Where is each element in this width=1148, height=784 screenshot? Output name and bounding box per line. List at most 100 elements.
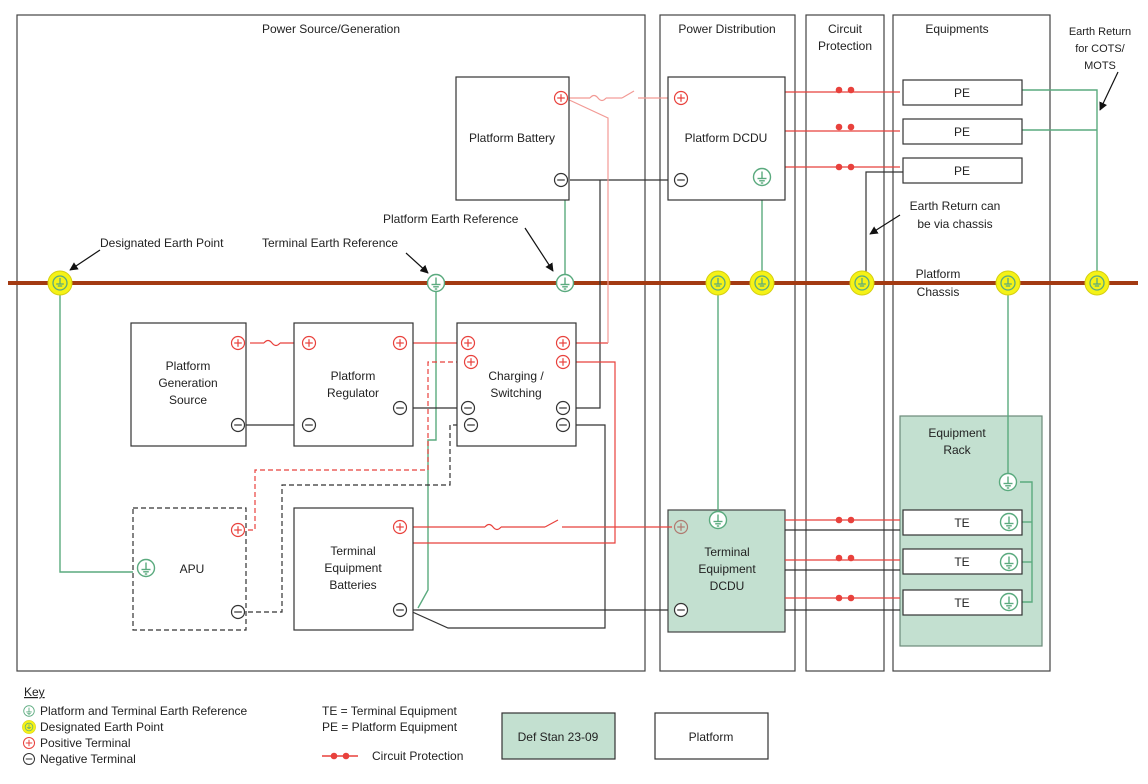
- key-platform-box: [654, 712, 769, 760]
- platform-dcdu-label: Platform DCDU: [685, 131, 768, 145]
- te-label-2: TE: [954, 555, 969, 569]
- platform-battery-box: [455, 76, 570, 201]
- pe-label-3: PE: [954, 164, 970, 178]
- te-earth-icon-3: [999, 592, 1019, 612]
- battery-negative-icon: [553, 172, 569, 188]
- chg-out-positive-icon: [555, 335, 571, 351]
- earth-return-chassis-label-2: be via chassis: [917, 217, 992, 231]
- key-circuit-protection-label: Circuit Protection: [372, 749, 463, 763]
- apu-positive-icon: [230, 522, 246, 538]
- power-source-title: Power Source/Generation: [262, 22, 400, 36]
- power-distribution-title: Power Distribution: [678, 22, 775, 36]
- chassis-earth-point-icon-1: [705, 270, 731, 296]
- key-def-stan-label: Def Stan 23-09: [518, 730, 599, 744]
- reg-in-negative-icon: [301, 417, 317, 433]
- rack-earth-icon: [998, 472, 1018, 492]
- gen-positive-icon: [230, 335, 246, 351]
- te-label-1: TE: [954, 516, 969, 530]
- gen-negative-icon: [230, 417, 246, 433]
- regulator-label-1: Platform: [331, 369, 376, 383]
- chg-in-positive-icon-2: [463, 354, 479, 370]
- key-title: Key: [24, 685, 45, 699]
- key-positive-icon: [22, 736, 36, 750]
- pe-box-2: [902, 118, 1023, 145]
- regulator-label-2: Regulator: [327, 386, 379, 400]
- te-dcdu-label-1: Terminal: [704, 545, 749, 559]
- equipment-rack-label-2: Rack: [943, 443, 971, 457]
- pe-box-1: [902, 79, 1023, 106]
- chassis-earth-point-icon-2: [749, 270, 775, 296]
- terminal-earth-arrow: [405, 252, 429, 274]
- te-batteries-label-1: Terminal: [330, 544, 375, 558]
- circuit-protection-icon-2: [835, 123, 855, 131]
- power-source-frame: [16, 14, 646, 672]
- generation-source-box: [130, 322, 247, 447]
- power-distribution-frame: [659, 14, 796, 672]
- equipments-frame: [892, 14, 1051, 672]
- apu-positive-wire: [240, 361, 466, 531]
- platform-earth-reference-icon: [555, 273, 575, 293]
- platform-earth-arrow: [524, 227, 554, 272]
- chg-out-negative-icon-2: [555, 417, 571, 433]
- te-earth-icon-2: [999, 552, 1019, 572]
- chg-in-negative-icon: [460, 400, 476, 416]
- key-earth-reference-icon: [23, 705, 35, 717]
- key-negative-icon: [22, 752, 36, 766]
- pe-box-3: [902, 157, 1023, 184]
- key-item-negative: Negative Terminal: [40, 752, 136, 766]
- key-item-earth-reference: Platform and Terminal Earth Reference: [40, 704, 248, 718]
- section-frames: [16, 14, 1051, 672]
- designated-earth-point-icon: [47, 270, 73, 296]
- te-earth-icon-1: [999, 512, 1019, 532]
- key-def-stan-box: [501, 712, 616, 760]
- circuit-protection-frame: [805, 14, 885, 672]
- platform-earth-reference-label: Platform Earth Reference: [383, 212, 519, 226]
- key-platform-label: Platform: [689, 730, 734, 744]
- apu-negative-wire: [240, 424, 466, 613]
- earth-return-cots-arrow: [1099, 71, 1119, 111]
- circuit-protection-title-2: Protection: [818, 39, 872, 53]
- platform-chassis-label-1: Platform: [916, 267, 961, 281]
- earth-return-cots-2: for COTS/: [1075, 43, 1125, 55]
- dcdu-earth-icon: [752, 167, 772, 187]
- key-designated-earth-icon: [22, 720, 36, 734]
- gen-source-label-3: Source: [169, 393, 207, 407]
- chassis-earth-point-icon-5: [1084, 270, 1110, 296]
- terminal-earth-reference-icon: [426, 273, 446, 293]
- earth-return-chassis-arrow: [869, 214, 901, 235]
- te-label-3: TE: [954, 596, 969, 610]
- dcdu-positive-icon: [673, 90, 689, 106]
- gen-source-label-2: Generation: [158, 376, 217, 390]
- key-abbr-te: TE = Terminal Equipment: [322, 704, 458, 718]
- charging-label-1: Charging /: [488, 369, 544, 383]
- earth-return-chassis-label-1: Earth Return can: [910, 199, 1001, 213]
- apu-earth-icon: [136, 558, 156, 578]
- platform-chassis-label-2: Chassis: [917, 285, 960, 299]
- chg-in-negative-icon-2: [463, 417, 479, 433]
- te-dcdu-positive-icon: [673, 519, 689, 535]
- chg-out-positive-icon-2: [555, 354, 571, 370]
- battery-positive-wires: [564, 90, 680, 343]
- chassis-earth-point-icon-3: [849, 270, 875, 296]
- equipment-rack-label-1: Equipment: [928, 426, 986, 440]
- earth-return-cots-1: Earth Return: [1069, 26, 1131, 38]
- dcdu-negative-icon: [673, 172, 689, 188]
- apu-label: APU: [180, 562, 205, 576]
- te-dcdu-negative-icon: [673, 602, 689, 618]
- circuit-protection-title-1: Circuit: [828, 22, 863, 36]
- platform-battery-label: Platform Battery: [469, 131, 555, 145]
- earth-return-cots-3: MOTS: [1084, 60, 1116, 72]
- te-dcdu-box: [667, 509, 786, 633]
- reg-in-positive-icon: [301, 335, 317, 351]
- battery-positive-icon: [553, 90, 569, 106]
- te-batteries-label-2: Equipment: [324, 561, 382, 575]
- reg-out-positive-icon: [392, 335, 408, 351]
- apu-negative-icon: [230, 604, 246, 620]
- te-dcdu-earth-icon: [708, 510, 728, 530]
- te-batt-positive-icon: [392, 519, 408, 535]
- key-item-positive: Positive Terminal: [40, 736, 130, 750]
- te-dcdu-label-2: Equipment: [698, 562, 756, 576]
- key-abbr-pe: PE = Platform Equipment: [322, 720, 458, 734]
- chassis-earth-point-icon-4: [995, 270, 1021, 296]
- equipments-title: Equipments: [925, 22, 988, 36]
